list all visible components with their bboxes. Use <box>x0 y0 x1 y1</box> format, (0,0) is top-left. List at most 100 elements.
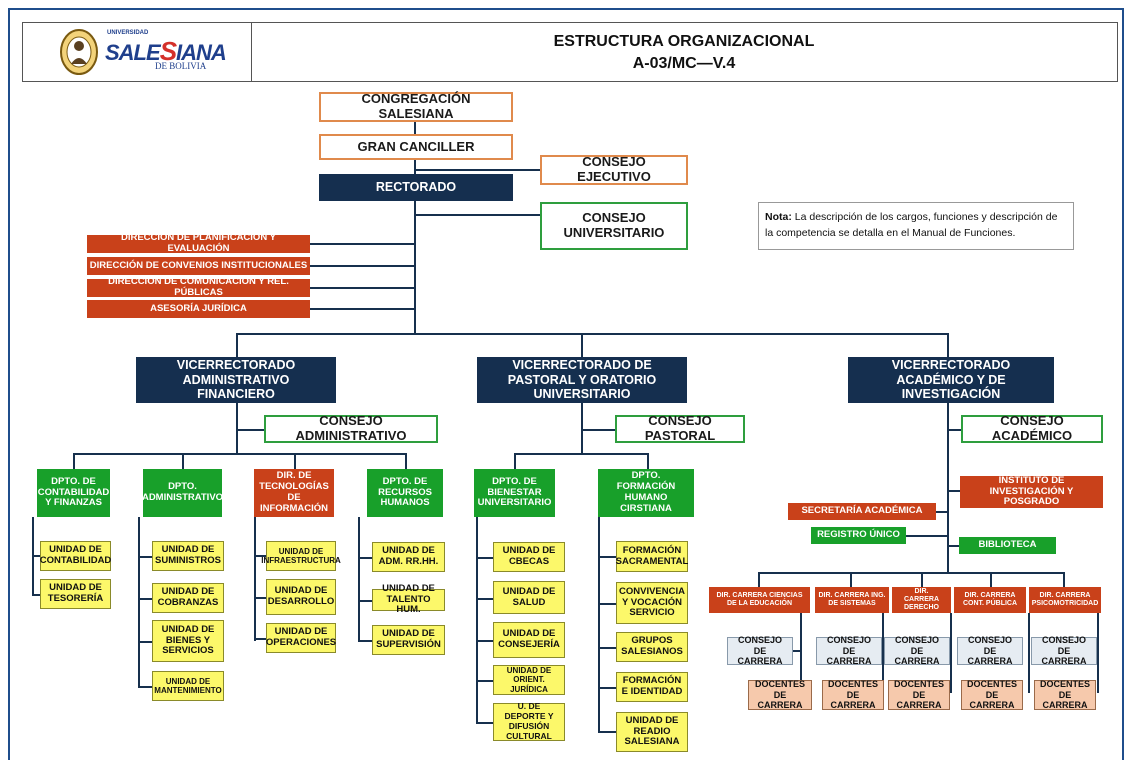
vicerrectorado-admin-box: VICERRECTORADO ADMINISTRATIVO FINANCIERO <box>136 357 336 403</box>
formacion-sacramental-box: FORMACIÓN SACRAMENTAL <box>616 541 688 572</box>
connector-line <box>414 214 540 216</box>
connector-line <box>236 403 238 454</box>
dpto-formacion-box: DPTO. FORMACIÓN HUMANO CIRSTIANA <box>598 469 694 517</box>
unidad-tesoreria-box: UNIDAD DE TESORERÍA <box>40 579 111 609</box>
note-text: La descripción de los cargos, funciones … <box>765 211 1058 240</box>
connector-line <box>32 594 40 596</box>
connector-line <box>947 545 959 547</box>
connector-line <box>906 535 947 537</box>
grupos-salesianos-box: GRUPOS SALESIANOS <box>616 632 688 662</box>
connector-line <box>310 243 414 245</box>
biblioteca-box: BIBLIOTECA <box>959 537 1056 554</box>
dpto-administrativo-box: DPTO. ADMINISTRATIVO <box>142 469 223 517</box>
docentes-educacion-box: DOCENTES DE CARRERA <box>748 679 812 710</box>
note-box: Nota: La descripción de los cargos, func… <box>758 202 1074 250</box>
connector-line <box>310 308 414 310</box>
connector-line <box>476 517 478 724</box>
connector-line <box>414 169 540 171</box>
vicerrectorado-pastoral-box: VICERRECTORADO DE PASTORAL Y ORATORIO UN… <box>477 357 687 403</box>
connector-line <box>882 613 884 693</box>
dpto-contabilidad-box: DPTO. DE CONTABILIDAD Y FINANZAS <box>37 469 110 517</box>
connector-line <box>598 687 616 689</box>
connector-line <box>947 333 949 357</box>
connector-line <box>414 201 416 335</box>
connector-line <box>138 686 152 688</box>
unidad-infraestructura-box: UNIDAD DE INFRAESTRUCTURA <box>261 541 341 571</box>
connector-line <box>598 731 616 733</box>
connector-line <box>581 403 583 454</box>
connector-line <box>358 600 372 602</box>
consejo-administrativo-box: CONSEJO ADMINISTRATIVO <box>264 413 438 443</box>
connector-line <box>236 429 264 431</box>
logo-small-text: UNIVERSIDAD <box>107 30 149 36</box>
connector-line <box>476 557 493 559</box>
logo-subtitle: DE BOLIVIA <box>155 61 207 71</box>
unidad-talento-box: UNIDAD DE TALENTO HUM. <box>372 583 445 615</box>
logo-wordmark: SALESIANA <box>105 36 227 67</box>
unidad-cobranzas-box: UNIDAD DE COBRANZAS <box>152 583 224 613</box>
connector-line <box>514 453 648 455</box>
consejo-academico-box: CONSEJO ACADÉMICO <box>961 413 1103 443</box>
carrera-contpublica-box: DIR. CARRERA CONT. PÚBLICA <box>954 587 1026 613</box>
document-title: ESTRUCTURA ORGANIZACIONAL <box>553 33 815 50</box>
unidad-suministros-box: UNIDAD DE SUMINISTROS <box>152 541 224 571</box>
direccion-planificacion-box: DIRECCIÓN DE PLANIFICACIÓN Y EVALUACIÓN <box>87 232 310 254</box>
connector-line <box>236 333 238 357</box>
connector-line <box>800 613 802 693</box>
consejo-carrera-psicomotricidad-box: CONSEJO DE CARRERA <box>1031 635 1097 666</box>
unidad-bienes-servicios-box: UNIDAD DE BIENES Y SERVICIOS <box>152 620 224 662</box>
consejo-carrera-sistemas-box: CONSEJO DE CARRERA <box>816 635 882 666</box>
unidad-deporte-box: U. DE DEPORTE Y DIFUSIÓN CULTURAL <box>493 702 565 741</box>
carrera-educacion-box: DIR. CARRERA CIENCIAS DE LA EDUCACIÓN <box>709 587 810 613</box>
connector-line <box>358 640 372 642</box>
readio-salesiana-box: UNIDAD DE READIO SALESIANA <box>616 712 688 752</box>
docentes-psicomotricidad-box: DOCENTES DE CARRERA <box>1034 679 1096 710</box>
consejo-carrera-derecho-box: CONSEJO DE CARRERA <box>884 635 950 666</box>
connector-line <box>936 511 947 513</box>
connector-line <box>598 556 616 558</box>
unidad-operaciones-box: UNIDAD DE OPERACIONES <box>266 623 336 653</box>
unidad-orient-juridica-box: UNIDAD DE ORIENT. JURÍDICA <box>493 665 565 695</box>
connector-line <box>254 597 266 599</box>
unidad-contabilidad-box: UNIDAD DE CONTABILIDAD <box>40 541 111 571</box>
connector-line <box>476 640 493 642</box>
dpto-bienestar-box: DPTO. DE BIENESTAR UNIVERSITARIO <box>474 469 555 517</box>
connector-line <box>414 160 416 174</box>
connector-line <box>138 517 140 687</box>
connector-line <box>647 453 649 469</box>
unidad-supervision-box: UNIDAD DE SUPERVISIÓN <box>372 625 445 655</box>
connector-line <box>581 333 583 357</box>
consejo-universitario-box: CONSEJO UNIVERSITARIO <box>540 202 688 250</box>
connector-line <box>358 517 360 641</box>
connector-line <box>921 572 923 587</box>
unidad-consejeria-box: UNIDAD DE CONSEJERÍA <box>493 622 565 658</box>
connector-line <box>32 555 40 557</box>
asesoria-juridica-box: ASESORÍA JURÍDICA <box>87 300 310 318</box>
consejo-ejecutivo-box: CONSEJO EJECUTIVO <box>540 154 688 185</box>
dir-tecnologias-box: DIR. DE TECNOLOGÍAS DE INFORMACIÓN <box>254 469 334 517</box>
document-header: UNIVERSIDAD SALESIANA DE BOLIVIA ESTRUCT… <box>22 22 1118 82</box>
logo-text-a: SALE <box>105 40 161 65</box>
unidad-salud-box: UNIDAD DE SALUD <box>493 581 565 614</box>
connector-line <box>254 555 266 557</box>
logo-s-mark: S <box>159 36 177 66</box>
registro-unico-box: REGISTRO ÚNICO <box>811 527 906 544</box>
unidad-mantenimiento-box: UNIDAD DE MANTENIMIENTO <box>152 671 224 701</box>
connector-line <box>514 453 516 469</box>
unidad-adm-rrhh-box: UNIDAD DE ADM. RR.HH. <box>372 542 445 572</box>
connector-line <box>598 647 616 649</box>
connector-line <box>581 429 615 431</box>
connector-line <box>254 638 266 640</box>
connector-line <box>138 556 152 558</box>
carrera-sistemas-box: DIR. CARRERA ING. DE SISTEMAS <box>815 587 889 613</box>
logo-cell: UNIVERSIDAD SALESIANA DE BOLIVIA <box>23 23 252 81</box>
consejo-carrera-contpublica-box: CONSEJO DE CARRERA <box>957 635 1023 666</box>
connector-line <box>138 641 152 643</box>
note-label: Nota: <box>765 211 792 223</box>
connector-line <box>598 603 616 605</box>
instituto-investigacion-box: INSTITUTO DE INVESTIGACIÓN Y POSGRADO <box>960 475 1103 508</box>
connector-line <box>73 453 75 469</box>
connector-line <box>73 453 406 455</box>
connector-line <box>598 517 600 733</box>
connector-line <box>236 333 948 335</box>
